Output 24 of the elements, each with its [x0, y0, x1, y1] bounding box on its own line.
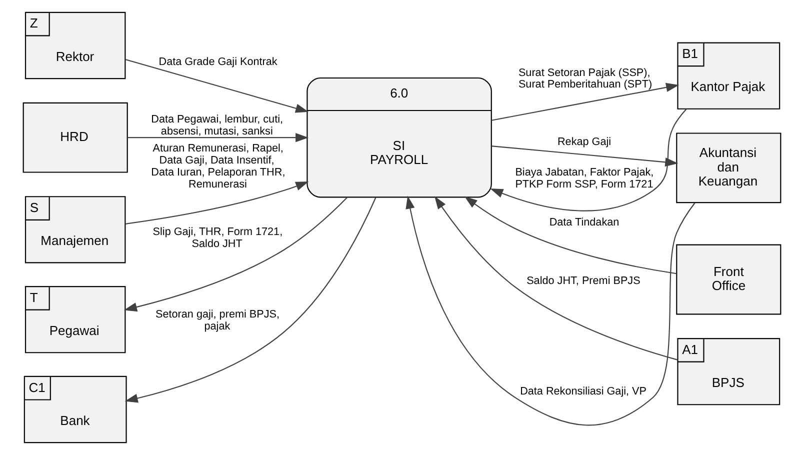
arrow [434, 196, 678, 360]
node-box: HRD [22, 102, 128, 173]
edge-label: Data Pegawai, lembur, cuti, absensi, mutasi, sanksi [150, 113, 282, 138]
edge-label: Rekap Gaji [556, 136, 611, 148]
node-box: Front Office [676, 244, 781, 315]
arrow [490, 108, 686, 212]
edge-label: Saldo JHT, Premi BPJS [526, 274, 640, 287]
edge-label: Setoran gaji, premi BPJS, pajak [155, 308, 279, 332]
arrow [405, 196, 695, 426]
edge-label: Data Rekonsiliasi Gaji, VP [520, 385, 646, 398]
edge-label: Surat Setoran Pajak (SSP), Surat Pemberitahuan (SPT) [518, 66, 652, 91]
edge-label: Aturan Remunerasi, Rapel, Data Gaji, Data Insentif, Data Iuran, Pelaporan THR, Remunerasi [150, 142, 285, 190]
arrow [490, 82, 679, 121]
edge-label: Data Tindakan [548, 216, 619, 228]
arrow [124, 182, 308, 224]
edge-label: Slip Gaji, THR, Form 1721, Saldo JHT [152, 226, 282, 250]
arrow [123, 196, 348, 312]
arrow [124, 58, 308, 113]
arrow [124, 197, 376, 403]
node-box: Akuntansi dan Keuangan [676, 132, 781, 204]
edge-label: Data Grade Gaji Kontrak [158, 56, 277, 68]
arrow [464, 196, 676, 274]
arrow [126, 133, 308, 142]
edge-label: Biaya Jabatan, Faktor Pajak, PTKP Form SSP, Form 1721 [514, 166, 654, 190]
